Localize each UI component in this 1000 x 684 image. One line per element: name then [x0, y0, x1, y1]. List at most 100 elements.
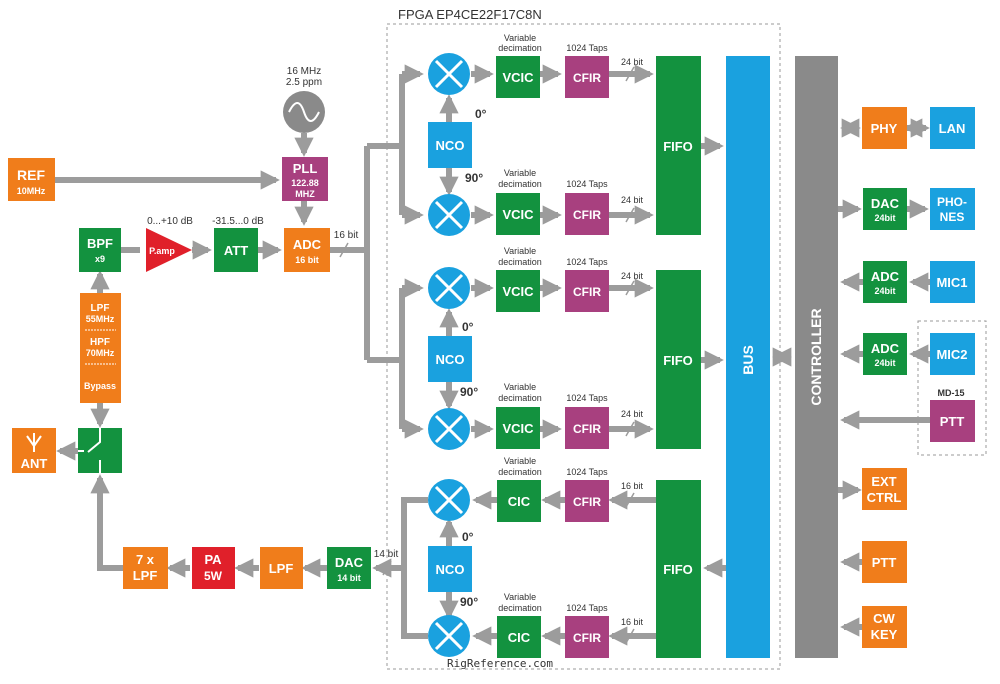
- fifo-block: FIFO: [656, 270, 701, 449]
- svg-text:HPF: HPF: [90, 337, 110, 348]
- cfir-block: CFIR: [565, 616, 609, 658]
- mic2-block: MIC2: [930, 333, 975, 375]
- svg-text:CFIR: CFIR: [573, 422, 601, 436]
- phase-label: 0°: [475, 107, 487, 121]
- svg-text:PHY: PHY: [871, 121, 898, 136]
- svg-text:1024 Taps: 1024 Taps: [566, 179, 608, 189]
- svg-text:DAC: DAC: [871, 196, 900, 211]
- att-range: -31.5...0 dB: [212, 216, 264, 227]
- svg-text:CIC: CIC: [508, 494, 531, 509]
- svg-text:MIC2: MIC2: [936, 347, 967, 362]
- svg-text:CFIR: CFIR: [573, 495, 601, 509]
- nco-block: NCO: [428, 546, 472, 592]
- svg-text:FIFO: FIFO: [663, 562, 693, 577]
- phy-block: PHY: [862, 107, 907, 149]
- svg-text:VCIC: VCIC: [502, 284, 534, 299]
- osc-ppm: 2.5 ppm: [286, 77, 322, 88]
- svg-text:VCIC: VCIC: [502, 421, 534, 436]
- svg-text:NCO: NCO: [436, 352, 465, 367]
- svg-text:LPF: LPF: [133, 568, 158, 583]
- mixer-icon: [426, 192, 472, 238]
- svg-text:24 bit: 24 bit: [621, 57, 644, 67]
- svg-text:24bit: 24bit: [874, 286, 895, 296]
- cfir-block: CFIR: [565, 407, 609, 449]
- adc-mic1-block: ADC 24bit: [863, 261, 907, 303]
- phones-block: PHO- NES: [930, 188, 975, 230]
- svg-text:24 bit: 24 bit: [621, 271, 644, 281]
- fifo-block: FIFO: [656, 480, 701, 658]
- svg-text:ADC: ADC: [871, 269, 900, 284]
- svg-text:PA: PA: [204, 552, 222, 567]
- svg-text:decimation: decimation: [498, 603, 542, 613]
- svg-text:REF: REF: [17, 167, 45, 183]
- amplifier-icon: [146, 228, 192, 272]
- cw-key-block: CW KEY: [862, 606, 907, 648]
- svg-text:P.amp: P.amp: [149, 246, 175, 256]
- svg-text:EXT: EXT: [871, 474, 896, 489]
- osc-freq: 16 MHz: [287, 66, 321, 77]
- fifo-block: FIFO: [656, 56, 701, 235]
- lan-block: LAN: [930, 107, 975, 149]
- svg-text:KEY: KEY: [871, 627, 898, 642]
- svg-text:55MHz: 55MHz: [86, 314, 115, 324]
- svg-text:VCIC: VCIC: [502, 70, 534, 85]
- svg-text:PHO-: PHO-: [937, 195, 967, 209]
- svg-text:CONTROLLER: CONTROLLER: [808, 308, 824, 405]
- svg-text:CFIR: CFIR: [573, 631, 601, 645]
- wires: [55, 64, 930, 646]
- svg-text:10MHz: 10MHz: [17, 186, 46, 196]
- tr-switch: [78, 428, 122, 473]
- svg-text:NES: NES: [940, 210, 965, 224]
- svg-text:122.88: 122.88: [291, 178, 319, 188]
- fpga-boundary: [386, 23, 781, 670]
- svg-text:1024 Taps: 1024 Taps: [566, 257, 608, 267]
- svg-text:70MHz: 70MHz: [86, 348, 115, 358]
- svg-text:16 bit: 16 bit: [295, 255, 319, 265]
- mixer-icon: [426, 265, 472, 311]
- svg-text:16 bit: 16 bit: [621, 617, 644, 627]
- preamp-block: 0...+10 dB P.amp: [146, 216, 193, 272]
- svg-text:CFIR: CFIR: [573, 208, 601, 222]
- cfir-block: CFIR: [565, 480, 609, 522]
- svg-text:LPF: LPF: [91, 303, 110, 314]
- mic1-block: MIC1: [930, 261, 975, 303]
- rx-path-1: NCO 0° 90° Variable decimation VCIC 1024…: [426, 33, 701, 238]
- svg-text:Variable: Variable: [504, 592, 536, 602]
- svg-text:FIFO: FIFO: [663, 353, 693, 368]
- svg-text:x9: x9: [95, 254, 105, 264]
- vcic-block: VCIC: [496, 407, 540, 449]
- svg-text:DAC: DAC: [335, 555, 364, 570]
- svg-text:Variable: Variable: [504, 168, 536, 178]
- mixer-icon: [426, 51, 472, 97]
- svg-text:decimation: decimation: [498, 257, 542, 267]
- switch-icon: [78, 428, 101, 473]
- fpga-title: FPGA EP4CE22F17C8N: [398, 7, 542, 22]
- svg-text:CIC: CIC: [508, 630, 531, 645]
- svg-text:decimation: decimation: [498, 467, 542, 477]
- vcic-block: VCIC: [496, 56, 540, 98]
- nco-block: NCO: [428, 336, 472, 382]
- filter-bank: LPF 55MHz HPF 70MHz Bypass: [80, 293, 121, 403]
- controller-block: CONTROLLER: [795, 56, 838, 658]
- svg-text:Variable: Variable: [504, 246, 536, 256]
- cfir-block: CFIR: [565, 193, 609, 235]
- preamp-gain: 0...+10 dB: [147, 216, 193, 227]
- svg-text:CW: CW: [873, 611, 895, 626]
- att-block: -31.5...0 dB ATT: [212, 216, 264, 272]
- tx-path: NCO 0° 90° Variable decimation CIC 1024 …: [426, 456, 701, 659]
- dac-phones-block: DAC 24bit: [863, 188, 907, 230]
- svg-text:PTT: PTT: [872, 555, 897, 570]
- svg-text:CTRL: CTRL: [867, 490, 902, 505]
- svg-text:decimation: decimation: [498, 43, 542, 53]
- phase-label: 90°: [460, 385, 478, 399]
- svg-text:ANT: ANT: [21, 456, 48, 471]
- md15-label: MD-15: [937, 388, 964, 398]
- phase-label: 90°: [465, 171, 483, 185]
- tx-lpf-block: LPF: [260, 547, 303, 589]
- svg-text:BPF: BPF: [87, 236, 113, 251]
- cfir-block: CFIR: [565, 270, 609, 312]
- nco-block: NCO: [428, 122, 472, 168]
- svg-text:CFIR: CFIR: [573, 285, 601, 299]
- svg-text:24 bit: 24 bit: [621, 409, 644, 419]
- svg-text:FIFO: FIFO: [663, 139, 693, 154]
